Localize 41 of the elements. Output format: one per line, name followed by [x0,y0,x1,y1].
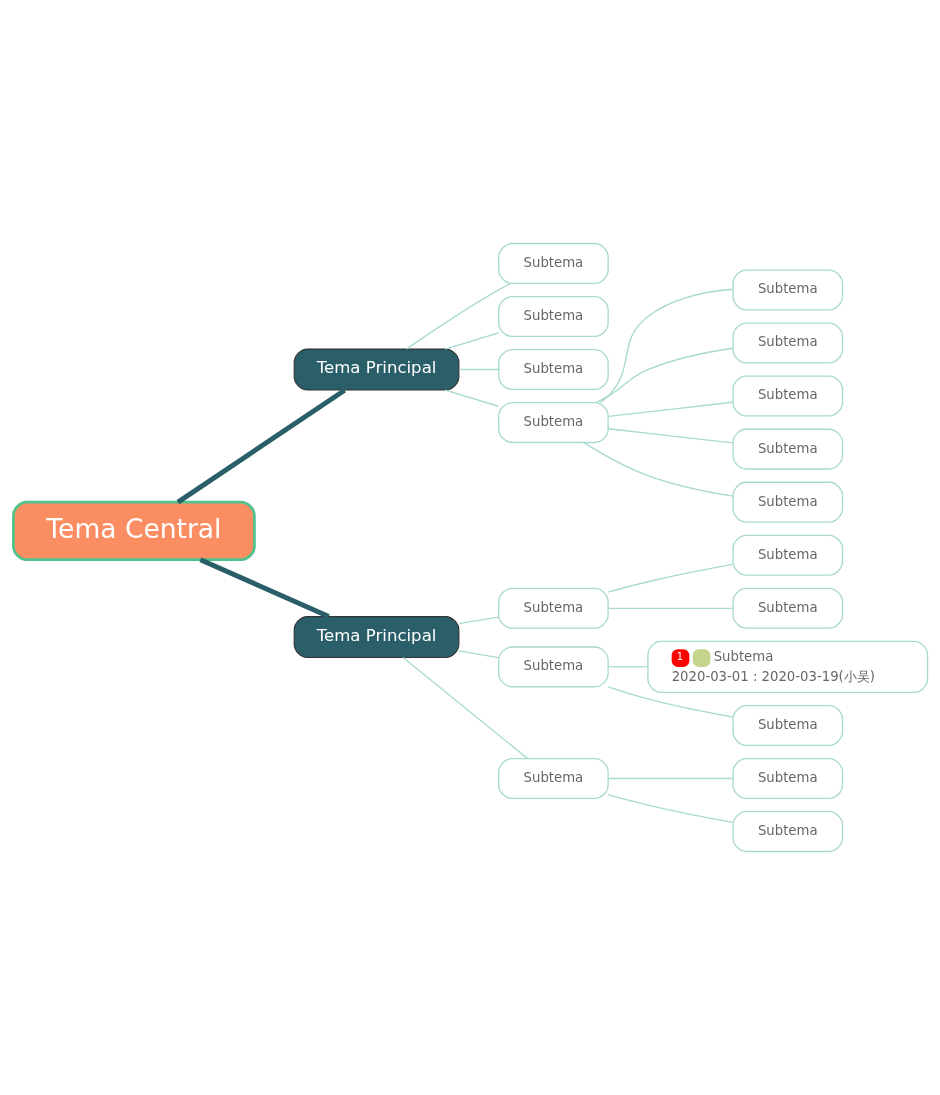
connector [607,607,733,609]
connector [444,332,499,350]
node-box: Subtema [731,757,843,800]
node-box: Tema Principal [293,348,459,391]
node-box: Subtema [497,757,609,800]
connector [405,282,511,350]
node-box: Subtema [731,704,843,747]
connector [606,563,733,593]
connector [458,650,499,659]
connector [401,656,528,760]
node-box: Subtema [497,348,609,391]
node-box: Subtema [731,534,843,576]
connector [599,288,734,404]
node-box: Subtema [731,481,843,523]
connector [607,686,734,718]
connector [607,401,733,418]
node-box: Subtema [731,269,843,311]
node-box: Subtema [497,295,609,338]
node-box: Subtema [497,587,609,629]
node-box: Subtema [731,587,843,629]
connector [458,368,499,371]
node-box: Subtema [497,242,609,284]
connector [607,666,648,668]
connector [607,428,733,444]
node-box: Subtema [731,375,843,417]
node-box: Tema Central [11,500,256,562]
connector [458,616,499,625]
connector [444,389,499,407]
node-box: Subtema [731,428,843,470]
node-box: Subtema [497,646,609,688]
node-box: Subtema [731,322,843,364]
node-box: Subtema [497,402,609,444]
connector [606,793,733,824]
connector [176,388,346,505]
connector [594,347,733,404]
node-box: Subtema [731,811,843,853]
node-box: Tema Principal [293,616,459,659]
connector [198,557,330,619]
connector [607,777,733,780]
node-box: 1 Subtema 2020-03-01 : 2020-03-19(小吴) [646,640,928,693]
connector [582,442,733,497]
